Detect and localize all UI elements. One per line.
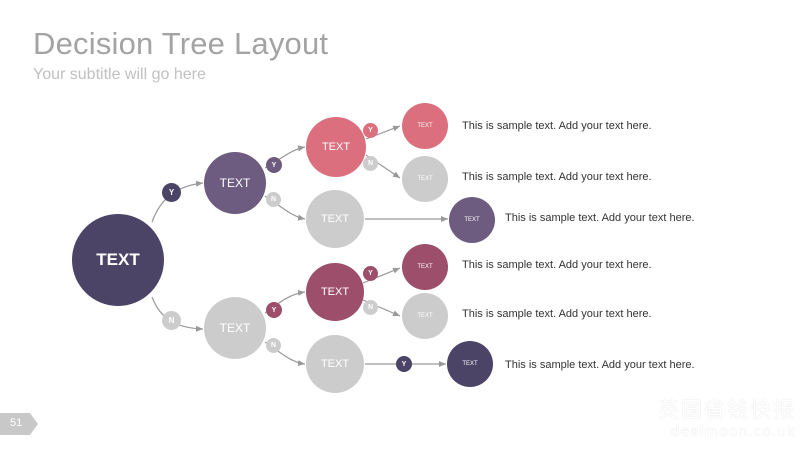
level2-node-3: TEXT (306, 263, 364, 321)
leaf-description-2: This is sample text. Add your text here. (462, 171, 652, 183)
root-node-label: TEXT (96, 250, 140, 269)
level2-node-3-label: TEXT (320, 286, 350, 298)
badge-l1b-no: N (266, 338, 281, 353)
leaf-node-4: TEXT (402, 244, 448, 290)
badge-l2c-no-label: N (367, 304, 374, 311)
leaf-description-4: This is sample text. Add your text here. (462, 259, 652, 271)
level2-node-4-label: TEXT (320, 358, 350, 370)
leaf-node-5-label: TEXT (417, 313, 433, 319)
badge-l2a-no: N (363, 156, 378, 171)
level2-node-2: TEXT (306, 190, 364, 248)
badge-l2c-yes-label: Y (368, 270, 373, 277)
badge-l2a-yes: Y (363, 123, 378, 138)
level1-node-yes-label: TEXT (219, 176, 251, 190)
root-node: TEXT (72, 214, 164, 306)
leaf-node-2-label: TEXT (417, 176, 433, 182)
leaf-node-1-label: TEXT (417, 123, 433, 129)
leaf-description-3: This is sample text. Add your text here. (505, 212, 695, 224)
level1-node-no: TEXT (204, 297, 266, 359)
page-number-tab-shape (0, 413, 38, 435)
leaf-node-1: TEXT (402, 103, 448, 149)
badge-l2d-yes-label: Y (401, 360, 407, 368)
page-number-tab: 51 (0, 413, 38, 435)
leaf-description-6: This is sample text. Add your text here. (505, 359, 695, 371)
level2-node-1: TEXT (306, 117, 366, 177)
leaf-description-5: This is sample text. Add your text here. (462, 308, 652, 320)
badge-root-yes: Y (162, 183, 181, 202)
leaf-description-1: This is sample text. Add your text here. (462, 120, 652, 132)
leaf-node-4-label: TEXT (417, 264, 433, 270)
badge-l2d-yes: Y (396, 356, 412, 372)
badge-l1b-no-label: N (270, 342, 277, 349)
watermark: 英国省钱快报 dealmoon.co.uk (636, 394, 796, 440)
badge-root-yes-label: Y (168, 188, 175, 197)
leaf-node-3-label: TEXT (464, 217, 480, 223)
badge-root-no-label: N (168, 316, 175, 325)
leaf-node-3: TEXT (449, 197, 495, 243)
leaf-node-2: TEXT (402, 156, 448, 202)
badge-l1a-yes-label: Y (271, 161, 277, 169)
badge-l1a-no: N (266, 192, 281, 207)
slide-title: Decision Tree Layout (33, 26, 329, 61)
leaf-node-6: TEXT (447, 341, 493, 387)
level2-node-2-label: TEXT (320, 213, 350, 225)
badge-l1b-yes-label: Y (271, 306, 277, 314)
watermark-chinese: 英国省钱快报 (658, 398, 796, 422)
badge-l2a-no-label: N (367, 160, 374, 167)
level2-node-4: TEXT (306, 335, 364, 393)
leaf-node-6-label: TEXT (462, 361, 478, 367)
watermark-english: dealmoon.co.uk (670, 424, 796, 440)
level1-node-no-label: TEXT (219, 321, 251, 335)
badge-root-no: N (162, 311, 181, 330)
leaf-node-5: TEXT (402, 293, 448, 339)
level1-node-yes: TEXT (204, 152, 266, 214)
level2-node-1-label: TEXT (321, 141, 351, 153)
slide-subtitle: Your subtitle will go here (33, 66, 206, 83)
badge-l2a-yes-label: Y (368, 127, 373, 134)
badge-l1a-no-label: N (270, 196, 277, 203)
badge-l1b-yes: Y (266, 302, 282, 318)
badge-l1a-yes: Y (266, 157, 282, 173)
badge-l2c-no: N (363, 300, 378, 315)
badge-l2c-yes: Y (363, 266, 378, 281)
page-number: 51 (10, 417, 23, 429)
